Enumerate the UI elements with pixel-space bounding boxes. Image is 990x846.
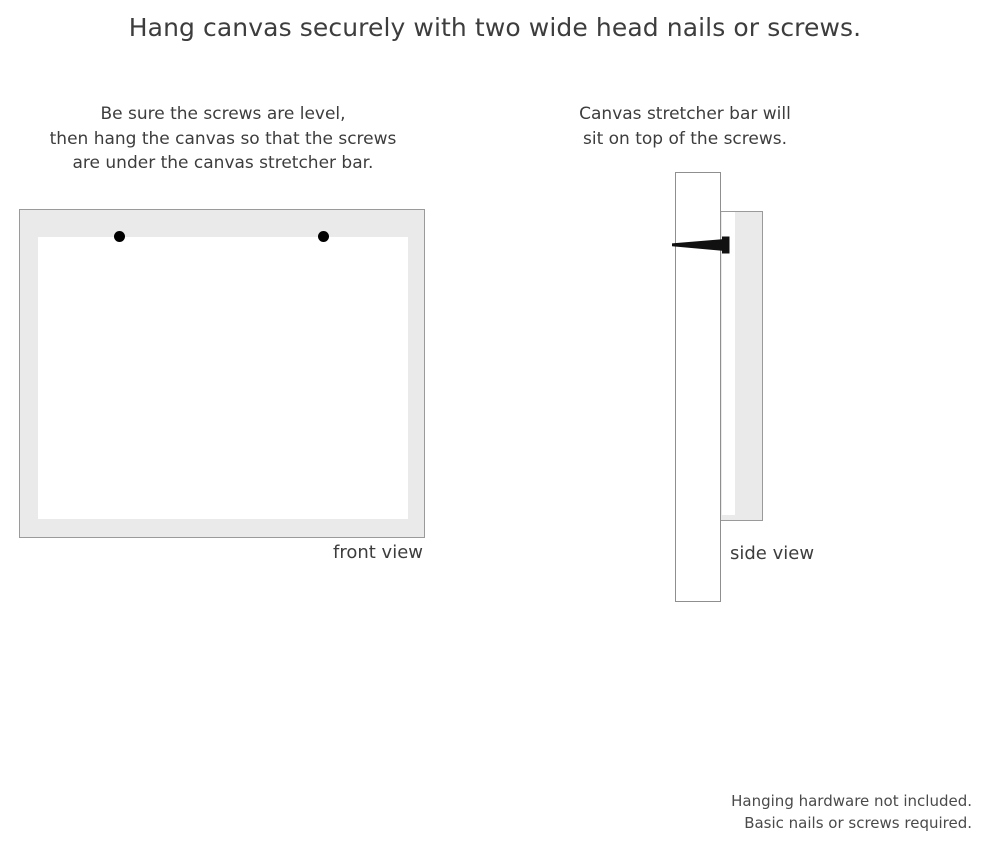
nail-icon bbox=[672, 236, 732, 254]
front-view-diagram bbox=[19, 209, 425, 538]
front-view-label: front view bbox=[333, 542, 423, 563]
side-view-label: side view bbox=[730, 543, 815, 564]
front-view-instructions: Be sure the screws are level, then hang … bbox=[49, 104, 397, 174]
footer-disclaimer: Hanging hardware not included. Basic nai… bbox=[731, 792, 972, 832]
screw-head-left-icon bbox=[114, 231, 125, 242]
side-view-instructions: Canvas stretcher bar will sit on top of … bbox=[579, 104, 791, 149]
page-title: Hang canvas securely with two wide head … bbox=[128, 13, 862, 42]
stretcher-bar-profile bbox=[722, 212, 735, 515]
side-view-diagram bbox=[672, 172, 765, 604]
screw-head-right-icon bbox=[318, 231, 329, 242]
canvas-face-inner bbox=[38, 237, 408, 519]
